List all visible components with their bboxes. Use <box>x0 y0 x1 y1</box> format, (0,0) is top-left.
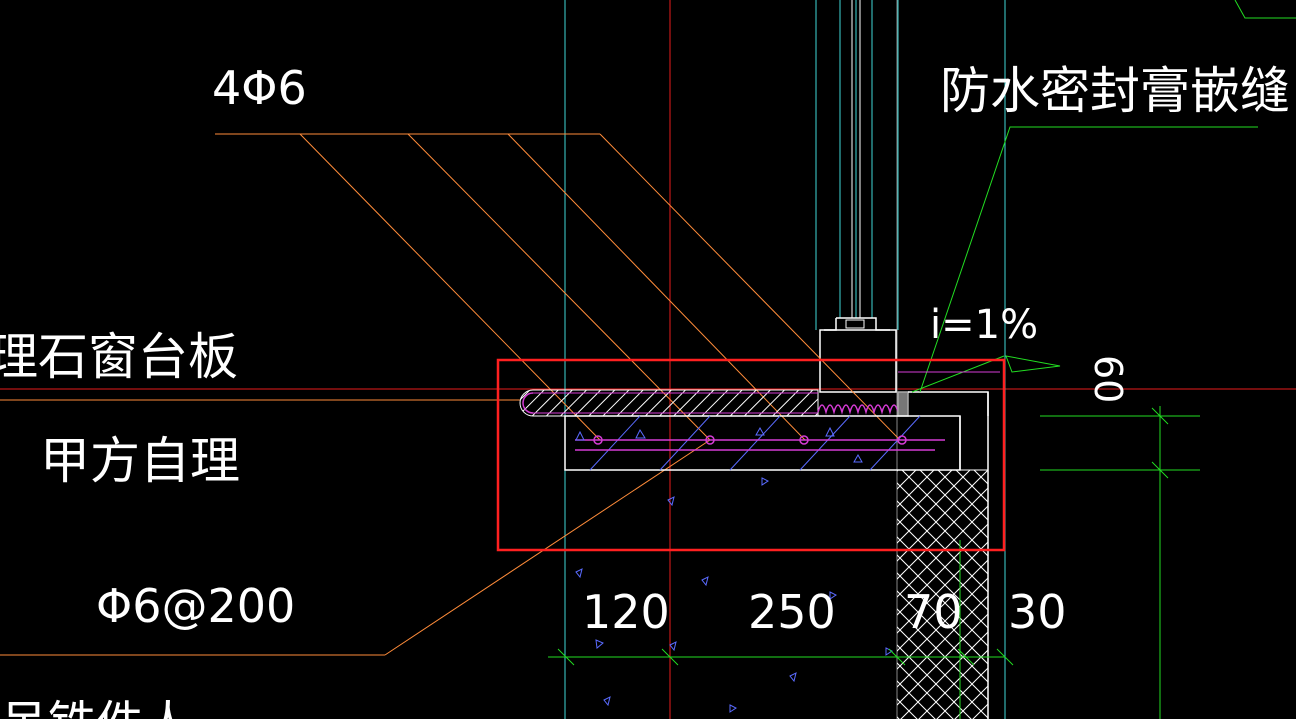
label-slope: i=1% <box>930 302 1038 348</box>
label-marble-sill: 理石窗台板 <box>0 328 238 386</box>
green-lines <box>548 0 1296 719</box>
window-frame <box>815 0 899 393</box>
label-waterproof-sealant: 防水密封膏嵌缝 <box>940 62 1290 120</box>
label-right-dimension: 60 <box>1086 355 1130 403</box>
label-rebar-top: 4Φ6 <box>212 61 307 115</box>
dimension-30: 30 <box>1008 585 1067 639</box>
label-rebar-stirrup: Φ6@200 <box>96 579 295 633</box>
label-bottom-cut: 吊铁件人 <box>0 696 192 719</box>
wall-insulation <box>897 392 989 719</box>
marble-sill <box>519 389 819 417</box>
dimension-70: 70 <box>904 585 963 639</box>
orange-leader-lines <box>0 133 901 656</box>
dimension-250: 250 <box>748 585 836 639</box>
label-owner-supplied: 甲方自理 <box>40 432 240 490</box>
dimension-120: 120 <box>582 585 670 639</box>
highlight-box[interactable] <box>496 358 1006 552</box>
concrete-aggregate <box>575 477 893 713</box>
